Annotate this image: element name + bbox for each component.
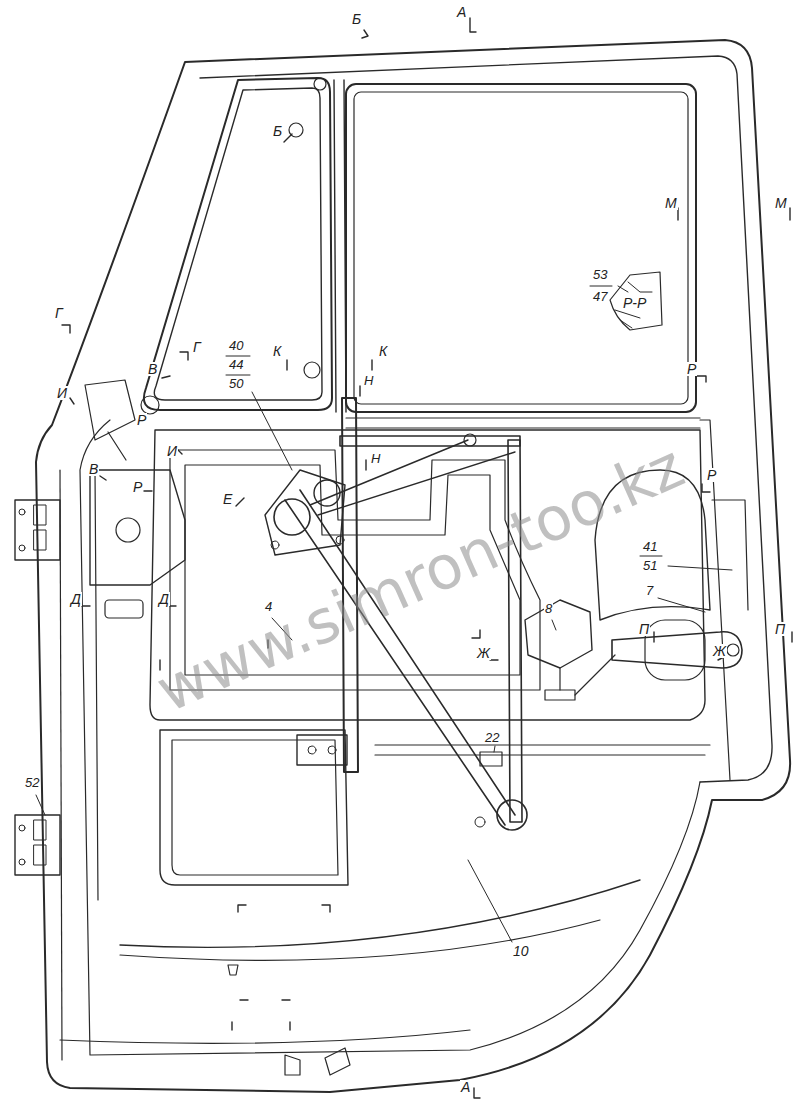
section-mark: И	[166, 444, 178, 458]
callout-number: 50	[228, 377, 244, 390]
callout-number: 44	[228, 358, 244, 371]
section-mark: П	[638, 622, 650, 636]
section-mark: А	[460, 1080, 471, 1094]
section-mark: П	[774, 622, 786, 636]
section-mark: Г	[54, 306, 64, 320]
watermark: www.simron-too.kz	[148, 435, 691, 721]
section-mark: В	[88, 462, 99, 476]
section-mark: В	[147, 362, 158, 376]
section-mark: Б	[351, 12, 362, 26]
section-mark: М	[664, 196, 678, 210]
section-mark: Г	[192, 340, 202, 354]
section-mark: Р	[686, 362, 697, 376]
callout-number: 22	[484, 731, 500, 744]
callout-number: 53	[592, 268, 608, 281]
callout-number: 8	[544, 602, 553, 615]
section-mark: М	[774, 196, 788, 210]
callout-number: 7	[645, 584, 654, 597]
section-mark: Б	[272, 124, 283, 138]
section-mark: И	[56, 386, 68, 400]
callout-number: 52	[24, 776, 40, 789]
section-mark: К	[378, 344, 388, 358]
section-mark: А	[456, 5, 467, 19]
section-mark: Р	[706, 468, 717, 482]
section-title: Р-Р	[622, 296, 647, 310]
section-mark: Р	[132, 480, 143, 494]
callout-number: 10	[512, 944, 530, 958]
section-mark: Ж	[476, 646, 491, 660]
section-mark: Д	[70, 592, 82, 606]
callout-number: 47	[592, 290, 608, 303]
section-mark: Н	[370, 452, 381, 465]
section-mark: Д	[158, 592, 170, 606]
callout-number: 40	[228, 339, 244, 352]
section-mark: Ж	[712, 644, 727, 658]
section-mark: Р	[136, 413, 147, 427]
callout-number: 41	[642, 540, 658, 553]
section-mark: Н	[363, 374, 374, 387]
section-mark: К	[272, 344, 282, 358]
section-mark: Е	[222, 492, 233, 506]
callout-number: 51	[642, 559, 658, 572]
